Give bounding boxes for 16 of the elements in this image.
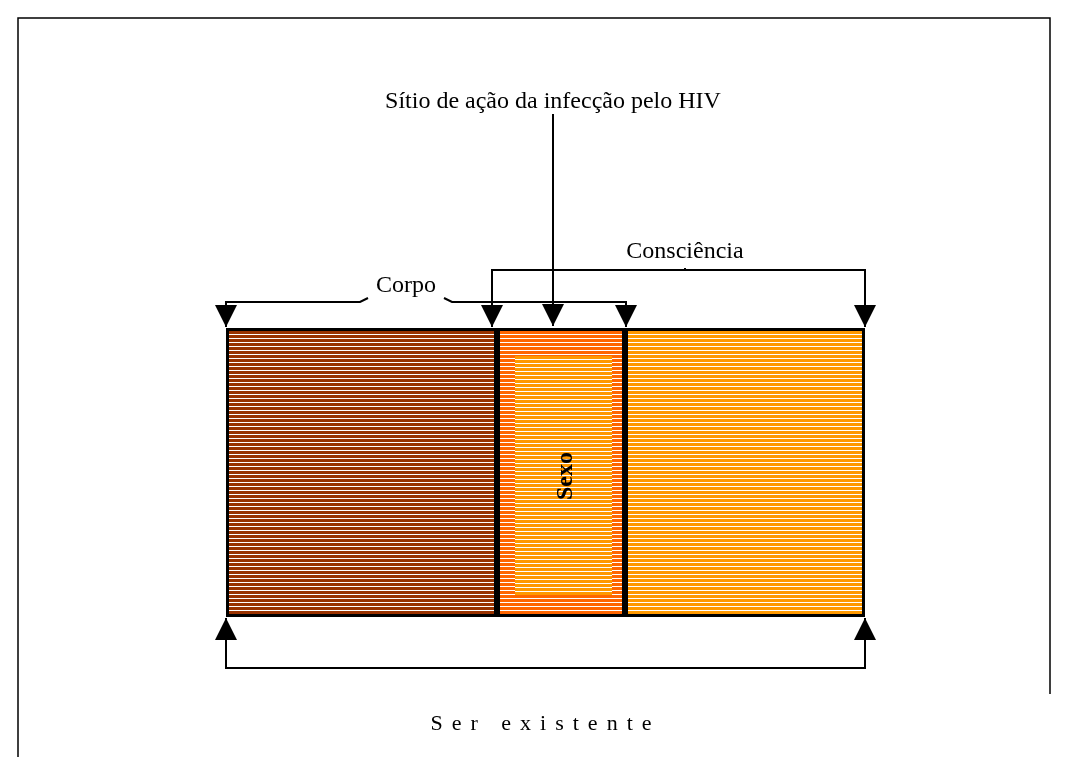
striped-bar-segment (226, 328, 497, 617)
arrow (215, 297, 369, 328)
arrow (449, 617, 876, 669)
arrow (684, 267, 876, 328)
arrow (215, 617, 451, 669)
arrow (542, 113, 564, 327)
striped-inner-panel (515, 356, 612, 595)
annotation-text: Sítio de ação da infecção pelo HIV (385, 87, 721, 113)
arrow (481, 267, 686, 328)
striped-bar-segment (497, 328, 625, 617)
span-label: Ser existente (430, 710, 661, 735)
bracket-label: Corpo (375, 270, 437, 298)
striped-bar-segment (625, 328, 865, 617)
vertical-label: Sexo (550, 451, 577, 500)
bracket-label: Consciência (626, 237, 744, 263)
arrow (443, 297, 637, 328)
